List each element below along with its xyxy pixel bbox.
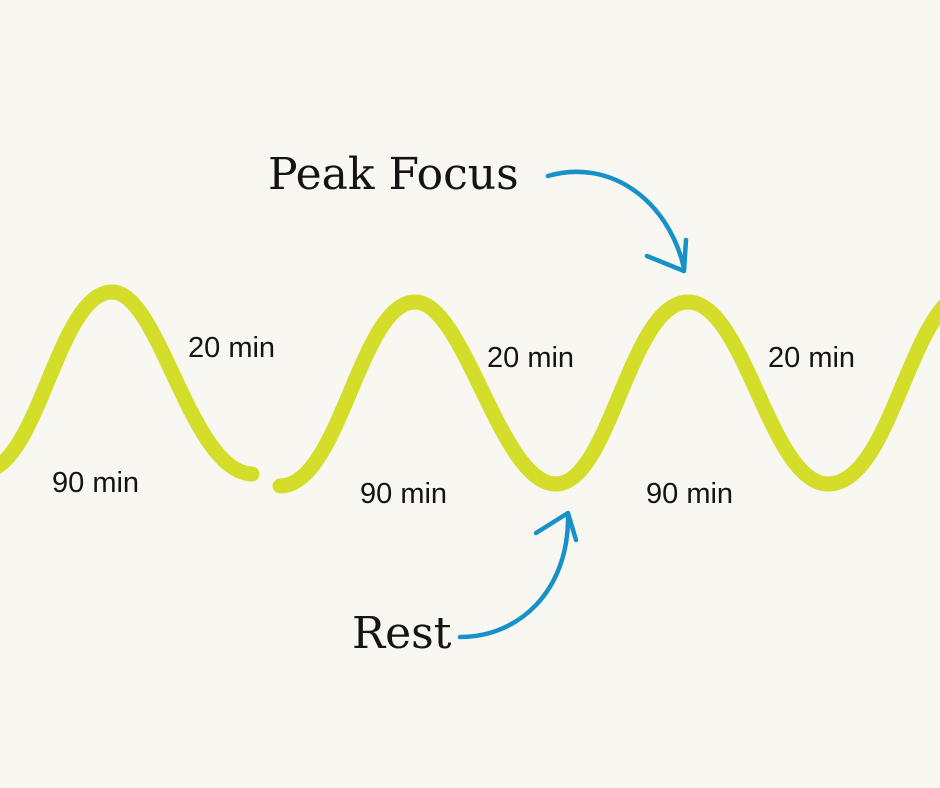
wave-segment-2 xyxy=(272,294,940,494)
rest-arrow-head xyxy=(533,510,579,543)
peak-focus-label: Peak Focus xyxy=(268,149,519,200)
peak-arrow-head xyxy=(644,237,689,274)
peak-arrow-shaft xyxy=(545,169,687,271)
duration-label-20min-2: 20 min xyxy=(487,342,574,374)
duration-label-90min-3: 90 min xyxy=(646,478,733,510)
wave-segment-1 xyxy=(0,284,260,482)
rest-arrow-shaft xyxy=(457,515,571,640)
duration-label-90min-2: 90 min xyxy=(360,478,447,510)
duration-label-90min-1: 90 min xyxy=(52,467,139,499)
duration-label-20min-1: 20 min xyxy=(188,332,275,364)
duration-label-20min-3: 20 min xyxy=(768,342,855,374)
peak-arrow xyxy=(545,169,689,274)
rest-arrow xyxy=(457,510,579,640)
rest-label: Rest xyxy=(352,608,452,659)
